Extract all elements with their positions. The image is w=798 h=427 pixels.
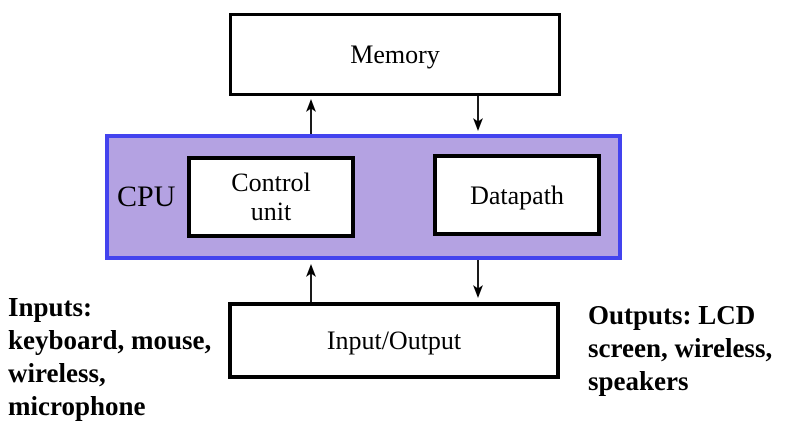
control-unit-label-line1: Control	[231, 168, 311, 197]
memory-box: Memory	[229, 13, 561, 96]
inputs-caption-line1: Inputs:	[8, 292, 93, 322]
inputs-caption-line4: microphone	[8, 391, 146, 421]
control-unit-box: Control unit	[187, 156, 355, 238]
datapath-box: Datapath	[433, 154, 601, 236]
outputs-caption-line1: Outputs: LCD	[588, 300, 756, 330]
outputs-caption: Outputs: LCD screen, wireless, speakers	[588, 299, 772, 398]
input-output-box: Input/Output	[228, 302, 560, 379]
outputs-caption-line3: speakers	[588, 366, 689, 396]
inputs-caption: Inputs: keyboard, mouse, wireless, micro…	[8, 291, 211, 423]
outputs-caption-line2: screen, wireless,	[588, 333, 773, 363]
cpu-label: CPU	[117, 180, 176, 213]
inputs-caption-line2: keyboard, mouse,	[8, 325, 212, 355]
cpu-region: CPU Control unit Datapath	[105, 134, 622, 260]
datapath-label: Datapath	[470, 180, 564, 210]
inputs-caption-line3: wireless,	[8, 358, 106, 388]
memory-label: Memory	[350, 40, 440, 69]
control-unit-label-line2: unit	[250, 197, 292, 226]
input-output-label: Input/Output	[326, 326, 462, 355]
